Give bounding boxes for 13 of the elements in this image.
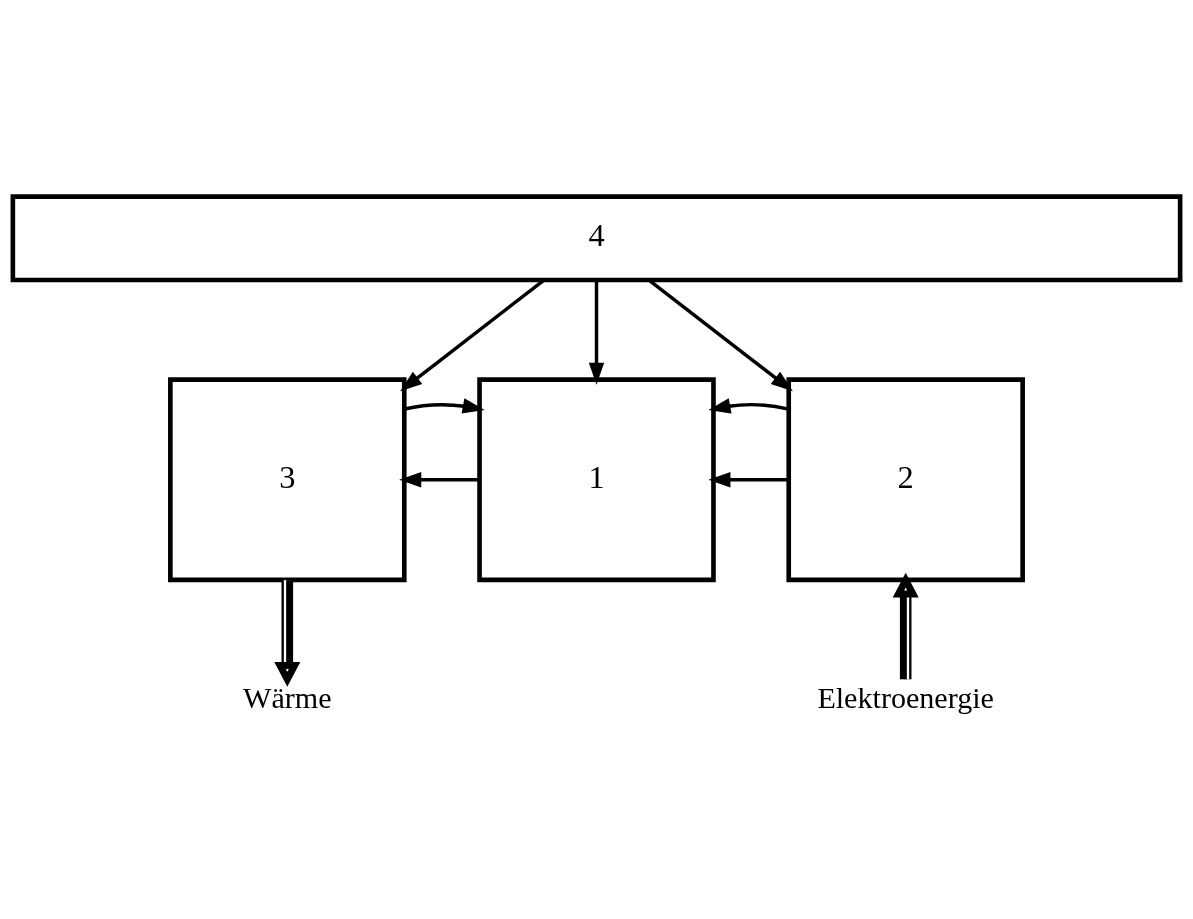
arrow [274, 580, 301, 687]
node-box: 1 [477, 377, 716, 583]
node-box: 4 [10, 194, 1183, 283]
arrow [588, 280, 605, 385]
node-box: 3 [168, 377, 407, 583]
arrow [892, 572, 919, 680]
arrow [404, 398, 485, 414]
arrow [708, 398, 790, 414]
arrow [399, 472, 480, 488]
node-box: 2 [786, 377, 1025, 583]
arrow [708, 472, 789, 488]
node-text: Elektroenergie [817, 681, 994, 716]
node-text: Wärme [243, 681, 332, 716]
